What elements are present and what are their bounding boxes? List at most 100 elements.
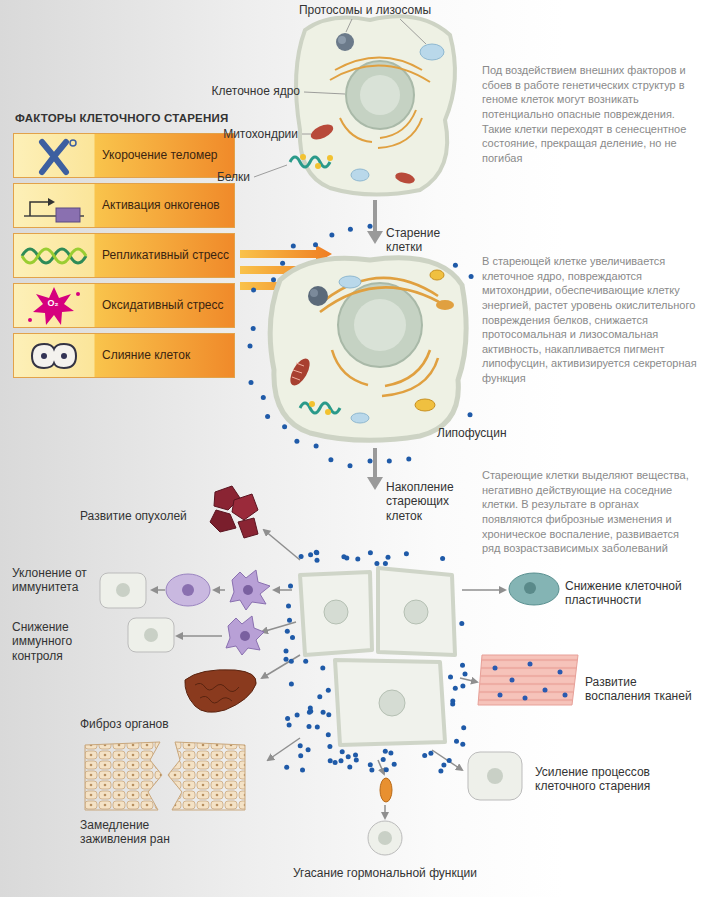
formula-label: O₂ [43,298,63,309]
description: В стареющей клетке увеличивается клеточн… [482,254,697,386]
secretion-dot [368,762,373,767]
secretion-dot [453,686,458,691]
part-label: Липофусцин [437,426,537,440]
step-label: Накопление стареющих клеток [386,480,480,523]
secretion-dot [295,713,300,718]
secretion-dot [392,762,397,767]
secretion-dot [317,694,322,699]
secretion-dot [404,551,409,556]
factor-panel: ФАКТОРЫ КЛЕТОЧНОГО СТАРЕНИЯ Укорочение те… [13,108,237,380]
secretion-dot [450,702,455,707]
tumor-icon [210,486,258,538]
factor-box: Активация онкогенов [13,183,235,228]
secretion-dot [284,657,289,662]
secretion-dot [280,261,285,266]
secretion-dot [271,277,276,282]
secretion-dot [346,754,351,759]
outcome-arrows [152,530,505,818]
secretion-dot [383,749,388,754]
secretion-dot [348,227,353,232]
secretion-dot [298,743,303,748]
outcome-label: Замедление заживления ран [80,818,200,847]
secretion-dot [354,758,359,763]
secretion-dot [289,682,294,687]
secretion-dot [406,457,411,462]
secretion-dot [289,659,294,664]
secretion-dot [447,758,452,763]
secretion-dot [440,556,445,561]
secretion-dot [315,725,320,730]
secretion-dot [308,706,313,711]
outcome-label: Фиброз органов [80,717,200,731]
secretion-dot [454,739,459,744]
inflamed-tissue [478,655,578,705]
secretion-dot [313,242,318,247]
secretion-dot [368,224,373,229]
factor-box: Слияние клеток [13,333,235,378]
description: Под воздействием внешних факторов и сбое… [482,63,697,165]
secretion-dot [368,458,373,463]
secretion-dot [387,459,392,464]
factor-icon [14,134,94,179]
secretion-dot [307,724,312,729]
secretion-dot [386,555,391,560]
secretion-dot [347,765,352,770]
secretion-dot [321,710,326,715]
secretion-dot [461,725,466,730]
outcome-label: Развитие воспаления тканей [585,675,699,704]
part-label: Протосомы и лизосомы [290,3,440,17]
secretion-dot [300,767,305,772]
secretion-dot [348,463,353,468]
secretion-dot [287,618,292,623]
secretion-dot [388,751,393,756]
secretion-dot [248,344,253,349]
secretion-dot [328,457,333,462]
secretion-dot [463,672,468,677]
secretion-dot [329,233,334,238]
outcome-label: Развитие опухолей [80,509,210,523]
secretion-dot [448,675,453,680]
secretion-dot [469,274,474,279]
secretion-dot [308,552,313,557]
secretion-dot [291,244,296,249]
secretion-dot [333,760,338,765]
outcome-label: Уклонение от иммунитета [12,566,98,595]
secretion-dot [441,763,446,768]
hormone-cells [368,778,402,855]
secretion-dot [468,412,473,417]
secretion-dot [314,550,319,555]
secretion-dot [328,758,333,763]
secretion-dot [368,550,373,555]
outcome-label: Снижение иммунного контроля [12,620,126,663]
secretion-dot [265,414,270,419]
senescent-cell [270,258,466,441]
panel-heading: ФАКТОРЫ КЛЕТОЧНОГО СТАРЕНИЯ [13,108,237,128]
part-label: Клеточное ядро [190,84,300,98]
outcome-label: Угасание гормональной функции [240,866,530,880]
secretion-dot [355,557,360,562]
secretion-dot [314,550,319,555]
description: Стареющие клетки выделяют вещества, нега… [482,468,697,556]
secretion-dot [459,621,464,626]
immune-cells [100,570,270,655]
factor-text: Активация онкогенов [102,198,230,212]
part-label: Белки [190,170,250,184]
factor-text: Репликативный стресс [102,248,230,262]
secretion-dot [315,558,320,563]
secretion-dot [374,561,379,566]
secretion-dot [314,444,319,449]
secretion-dot [288,584,293,589]
secretion-dot [460,663,465,668]
secretion-dot [453,263,458,268]
secretion-dot [326,688,331,693]
factor-box: Репликативный стресс [13,233,235,278]
wound-tissue [85,742,245,810]
factor-box: Оксидативный стресс [13,283,235,328]
factor-text: Укорочение теломер [102,148,230,162]
liver-icon [185,670,256,713]
plasticity-cell [509,573,559,605]
secretion-dot [285,629,290,634]
secretion-dot [284,765,289,770]
secretion-dot [428,751,433,756]
